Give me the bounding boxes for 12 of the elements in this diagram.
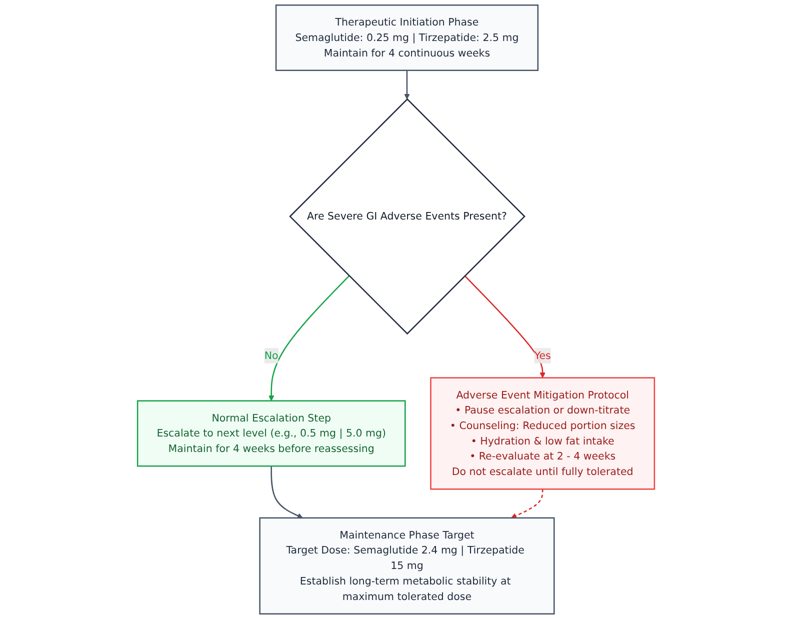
edge-label: Yes [534,349,551,362]
node-box: Adverse Event Mitigation Protocol • Pause escalation or down-titrate • Counseling: Reduced portion sizes • Hydration & low fat intake • Re-evaluate at 2 - 4 weeks Do not escalate until fully tolerated [430,377,656,490]
node-diamond: Are Severe GI Adverse Events Present? [289,98,526,335]
arrow [268,275,350,402]
arrow [464,275,546,378]
node-box: Normal Escalation Step Escalate to next level (e.g., 0.5 mg | 5.0 mg) Maintain for 4 weeks before reassessing [136,400,406,467]
node-box: Therapeutic Initiation Phase Semaglutide: 0.25 mg | Tirzepatide: 2.5 mg Maintain for 4 continuous weeks [275,4,539,72]
edge-label: No [264,349,278,362]
arrow [511,489,544,518]
arrow [270,466,303,518]
node-box: Maintenance Phase Target Target Dose: Semaglutide 2.4 mg | Tirzepatide 15 mg Establish long-term metabolic stability at maximum tolerated dose [259,517,555,615]
arrow [404,70,410,100]
